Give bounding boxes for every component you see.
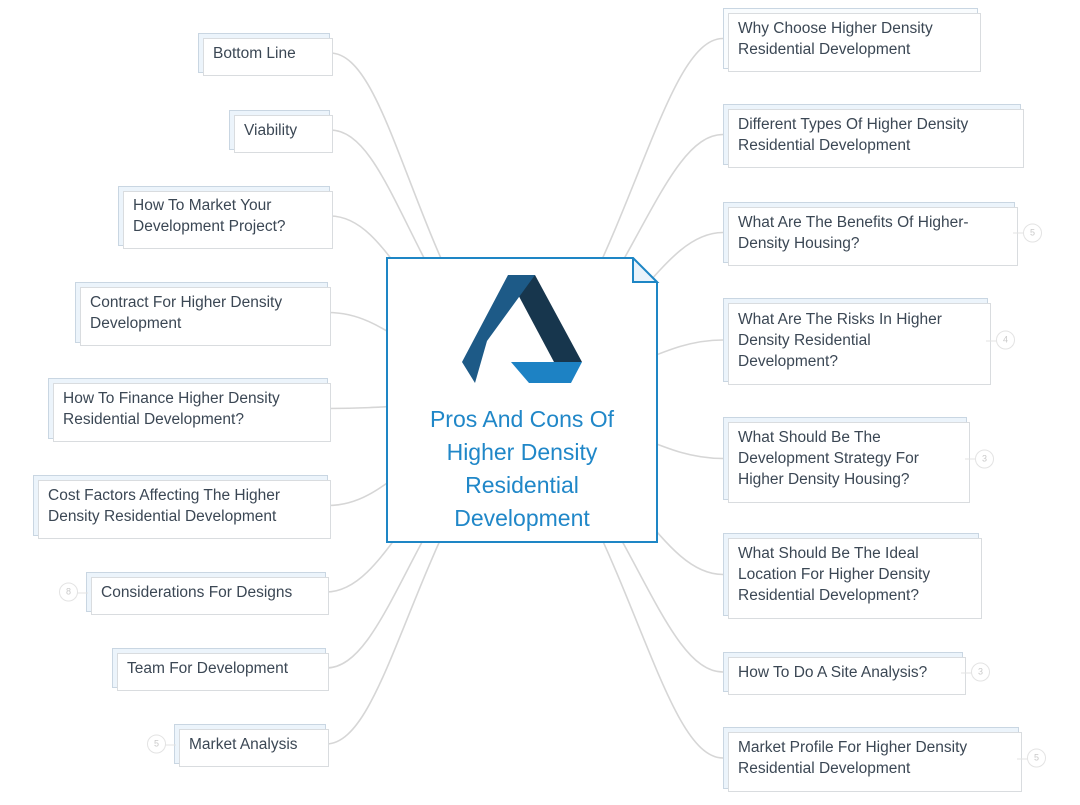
node-benefits[interactable]: What Are The Benefits Of Higher-Density … [723,202,1042,266]
node-different-types[interactable]: Different Types Of Higher Density Reside… [723,104,1024,168]
node-label: Contract For Higher Density Development [90,293,283,332]
page-fold-icon [632,257,660,283]
node-ideal-location[interactable]: What Should Be The Ideal Location For Hi… [723,533,982,619]
node-label: How To Do A Site Analysis? [738,663,928,681]
brand-logo-icon [462,275,582,383]
node-label: Bottom Line [213,44,296,62]
node-label: Viability [244,121,298,139]
node-label: How To Finance Higher Density Residentia… [63,389,280,428]
node-contract[interactable]: Contract For Higher Density Development [75,282,331,346]
node-label: What Should Be The Ideal Location For Hi… [738,545,931,604]
node-label: Market Analysis [189,735,298,753]
node-label: Why Choose Higher Density Residential De… [738,19,933,58]
node-strategy[interactable]: What Should Be The Development Strategy … [723,417,994,503]
node-label: What Are The Benefits Of Higher-Density … [738,213,969,252]
node-team[interactable]: Team For Development [112,648,329,691]
collapsed-children-count-badge[interactable]: 4 [986,330,1015,350]
node-how-to-finance[interactable]: How To Finance Higher Density Residentia… [48,378,331,442]
node-label: Different Types Of Higher Density Reside… [738,115,969,154]
node-label: How To Market Your Development Project? [133,197,286,235]
collapsed-children-count-badge[interactable]: 3 [965,449,994,468]
page-fold-card [386,257,660,543]
node-label: What Should Be The Development Strategy … [738,429,919,488]
node-how-to-market[interactable]: How To Market Your Development Project? [118,186,333,249]
node-label: Team For Development [127,659,289,677]
collapsed-children-count-badge[interactable]: 8 [59,582,88,602]
node-label: Market Profile For Higher Density Reside… [738,739,968,777]
central-topic-node[interactable]: Pros And Cons Of Higher Density Resident… [386,257,660,543]
node-viability[interactable]: Viability [229,110,333,153]
node-cost-factors[interactable]: Cost Factors Affecting The Higher Densit… [33,475,331,539]
node-market-profile[interactable]: Market Profile For Higher Density Reside… [723,727,1046,792]
node-why-choose[interactable]: Why Choose Higher Density Residential De… [723,8,981,72]
central-topic-title: Pros And Cons Of Higher Density Resident… [429,406,615,531]
node-site-analysis[interactable]: How To Do A Site Analysis? 3 [723,652,990,695]
node-label: What Are The Risks In Higher Density Res… [738,310,942,370]
node-label: Cost Factors Affecting The Higher Densit… [48,486,281,525]
collapsed-children-count-badge[interactable]: 5 [1017,748,1046,768]
node-bottom-line[interactable]: Bottom Line [198,33,333,76]
collapsed-children-count-badge[interactable]: 5 [147,734,176,754]
node-risks[interactable]: What Are The Risks In Higher Density Res… [723,298,1015,385]
node-label: Considerations For Designs [101,583,293,601]
collapsed-children-count-badge[interactable]: 3 [961,662,990,682]
collapsed-children-count-badge[interactable]: 5 [1013,223,1042,242]
node-considerations[interactable]: Considerations For Designs 8 [59,572,329,615]
node-market-analysis[interactable]: Market Analysis 5 [147,724,329,767]
